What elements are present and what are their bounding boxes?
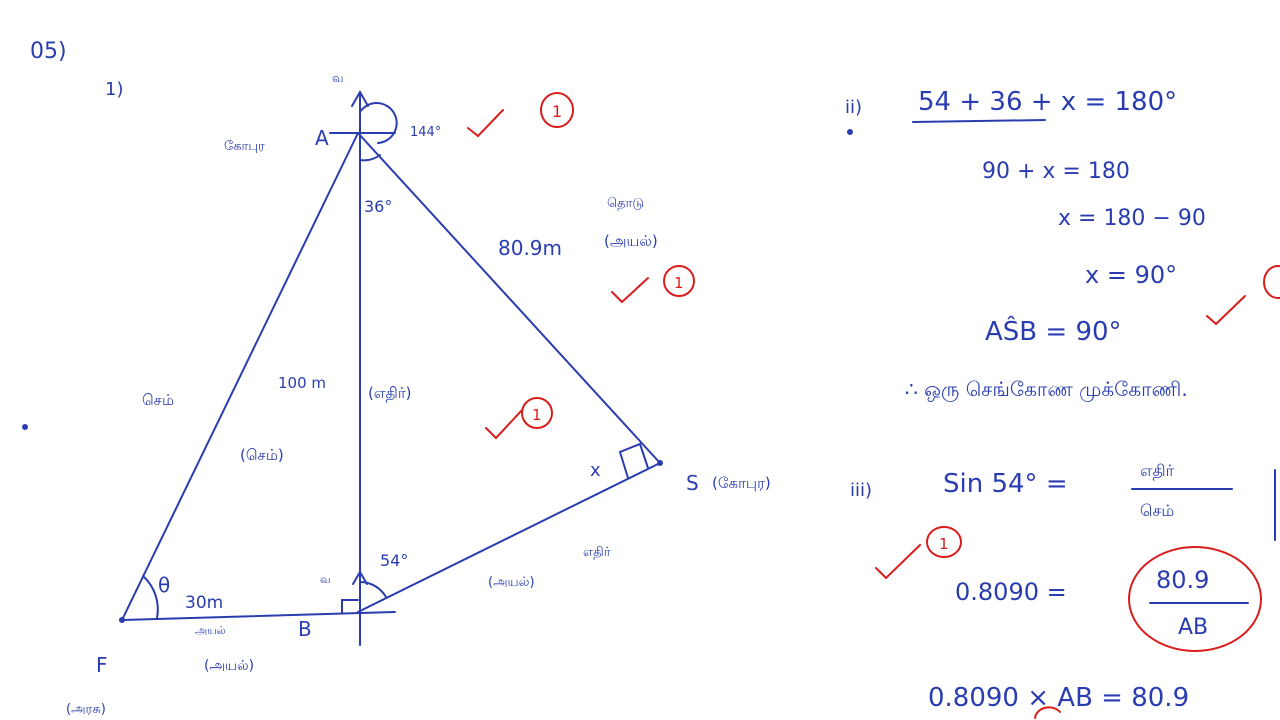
circled-denominator: AB	[1178, 615, 1208, 640]
edge-FB-bracket: (அயல்)	[204, 658, 254, 674]
angle-arc-theta	[142, 575, 159, 619]
edge-AS-tamil: (அயல்)	[604, 232, 658, 250]
fraction-numerator: எதிர்	[1140, 461, 1175, 480]
question-number: 05)	[30, 39, 67, 64]
north-label-B: வ	[320, 573, 331, 586]
mark-1: 1	[552, 102, 562, 121]
stray-dot	[22, 424, 28, 430]
part2-label: ii)	[845, 97, 862, 118]
part2-line-2: 90 + x = 180	[982, 159, 1130, 184]
edge-BS-label: எதிர்	[583, 545, 611, 560]
part2-line-5: AŜB = 90°	[985, 315, 1122, 347]
circled-numerator: 80.9	[1156, 566, 1209, 594]
point-S-tamil: (கோபுர)	[712, 474, 771, 492]
angle-B: 54°	[380, 551, 408, 570]
part2-line-3: x = 180 − 90	[1058, 206, 1206, 231]
edge-FA-tamil: செம்	[142, 391, 174, 409]
angle-A: 36°	[364, 197, 392, 216]
edge-AB-tamil: (செம்)	[240, 446, 284, 464]
mark-3: 1	[532, 406, 542, 424]
tick-mark-1	[467, 109, 504, 138]
edge-BS-tamil: (அயல்)	[488, 575, 535, 590]
point-S-label: S	[686, 471, 699, 495]
point-B-label: B	[298, 617, 312, 641]
mark-circle-2	[663, 265, 695, 297]
part2-line-1: 54 + 36 + x = 180°	[918, 87, 1177, 117]
part2-line-4: x = 90°	[1085, 261, 1177, 289]
partial-red-circle	[1034, 706, 1061, 719]
bullet-dot	[847, 129, 853, 135]
sin-lhs: Sin 54° =	[943, 469, 1068, 499]
mark-circle-5	[926, 526, 962, 558]
edge-FA	[121, 132, 359, 621]
north-arrow-A	[351, 89, 369, 107]
angle-arc-B	[359, 580, 387, 598]
north-arrow-B	[352, 570, 368, 585]
mark-2: 1	[674, 274, 684, 292]
tick-mark-4	[1206, 295, 1246, 326]
edge-AB-side: (எதிர்)	[368, 384, 412, 402]
answer-circle	[1128, 546, 1262, 652]
underline-part2	[912, 119, 1046, 123]
tick-mark-2	[611, 277, 649, 304]
theta-label: θ	[158, 573, 170, 597]
edge-FB-tamil: அயல்	[195, 624, 226, 637]
mark-circle-1	[540, 92, 574, 128]
part1-label: 1)	[105, 79, 123, 100]
edge-AS-length: 80.9m	[498, 236, 562, 260]
right-angle-mark-B	[341, 599, 359, 613]
edge-FB-length: 30m	[185, 593, 223, 613]
tick-mark-5	[875, 544, 921, 580]
edge-AB-length: 100 m	[278, 374, 326, 392]
sin-value: 0.8090 =	[955, 578, 1067, 606]
edge-AS-tamil-top: தொடு	[607, 196, 644, 211]
mark-circle-3	[521, 397, 553, 429]
bearing-arc-A	[359, 102, 398, 144]
angle-arc-A	[359, 154, 381, 162]
point-F-dot	[119, 617, 125, 623]
tick-mark-3	[485, 409, 523, 440]
point-A-label: A	[315, 126, 329, 150]
fraction-denominator: செம்	[1140, 501, 1174, 520]
point-F-label: F	[96, 653, 108, 677]
part3-label: iii)	[850, 480, 872, 501]
mark-5: 1	[939, 535, 949, 553]
point-S-dot	[657, 460, 663, 466]
last-line: 0.8090 × AB = 80.9	[928, 683, 1189, 713]
edge-BS	[357, 462, 661, 613]
part2-line-6: ∴ ஒரு செங்கோண முக்கோணி.	[905, 377, 1188, 402]
north-label-A: வ	[332, 71, 343, 85]
edge-FB	[121, 611, 396, 621]
point-A-tamil: கோபுர	[224, 139, 265, 154]
right-angle-mark-S	[618, 442, 649, 479]
point-F-tamil: (அரசு)	[66, 702, 106, 717]
bearing-A: 144°	[410, 125, 441, 140]
mark-circle-4	[1263, 265, 1280, 299]
edge-AS	[357, 132, 661, 464]
angle-x-label: x	[590, 460, 601, 481]
